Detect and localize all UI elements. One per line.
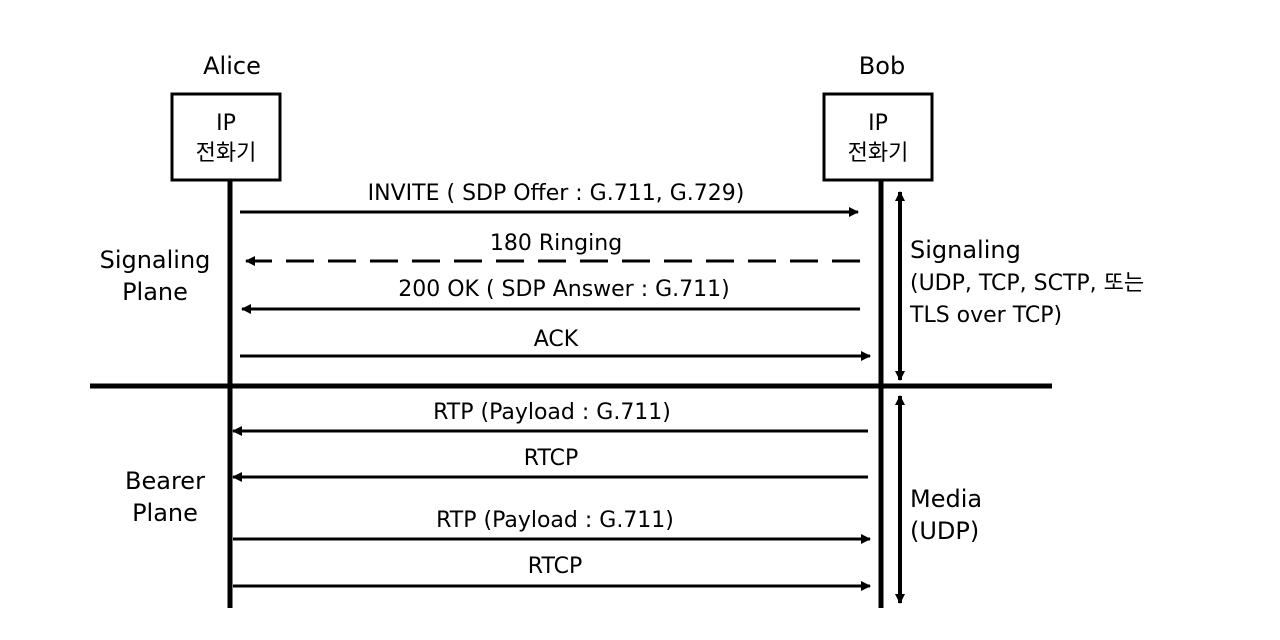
message-200-ok: 200 OK ( SDP Answer : G.711) <box>241 277 860 314</box>
message-rtp-to-alice: RTP (Payload : G.711) <box>232 400 868 436</box>
signaling-plane-label-line2: Plane <box>122 278 188 306</box>
message-label: 200 OK ( SDP Answer : G.711) <box>398 277 730 302</box>
message-label: RTCP <box>528 554 582 579</box>
message-label: RTP (Payload : G.711) <box>436 508 674 533</box>
message-label: RTP (Payload : G.711) <box>433 400 671 425</box>
bob-device-line1: IP <box>868 111 888 136</box>
bob-device-box: IP 전화기 <box>822 92 934 182</box>
message-rtcp-to-bob: RTCP <box>233 554 871 591</box>
bob-device-line2: 전화기 <box>848 141 909 166</box>
bearer-plane-label-line1: Bearer <box>125 467 205 495</box>
message-rtp-to-bob: RTP (Payload : G.711) <box>233 508 871 544</box>
signaling-plane-label-line1: Signaling <box>100 246 211 274</box>
alice-name: Alice <box>203 52 261 80</box>
message-label: INVITE ( SDP Offer : G.711, G.729) <box>368 181 745 206</box>
message-ack: ACK <box>240 327 871 361</box>
bob-name: Bob <box>859 52 905 80</box>
alice-device-line2: 전화기 <box>196 141 257 166</box>
bearer-plane-label-line2: Plane <box>132 499 198 527</box>
message-label: 180 Ringing <box>490 231 622 256</box>
message-label: ACK <box>534 327 579 352</box>
message-invite: INVITE ( SDP Offer : G.711, G.729) <box>240 181 859 217</box>
alice-device-line1: IP <box>216 111 236 136</box>
media-side-label-line2: (UDP) <box>910 517 979 545</box>
signaling-side-label-line2: (UDP, TCP, SCTP, 또는 <box>910 271 1144 296</box>
message-label: RTCP <box>524 446 578 471</box>
message-rtcp-to-alice: RTCP <box>232 446 868 482</box>
alice-device-box: IP 전화기 <box>170 92 282 182</box>
message-180-ringing: 180 Ringing <box>245 231 860 266</box>
media-side-label-line1: Media <box>910 485 982 513</box>
signaling-side-label-line3: TLS over TCP) <box>909 303 1062 328</box>
signaling-side-label-line1: Signaling <box>910 236 1021 264</box>
